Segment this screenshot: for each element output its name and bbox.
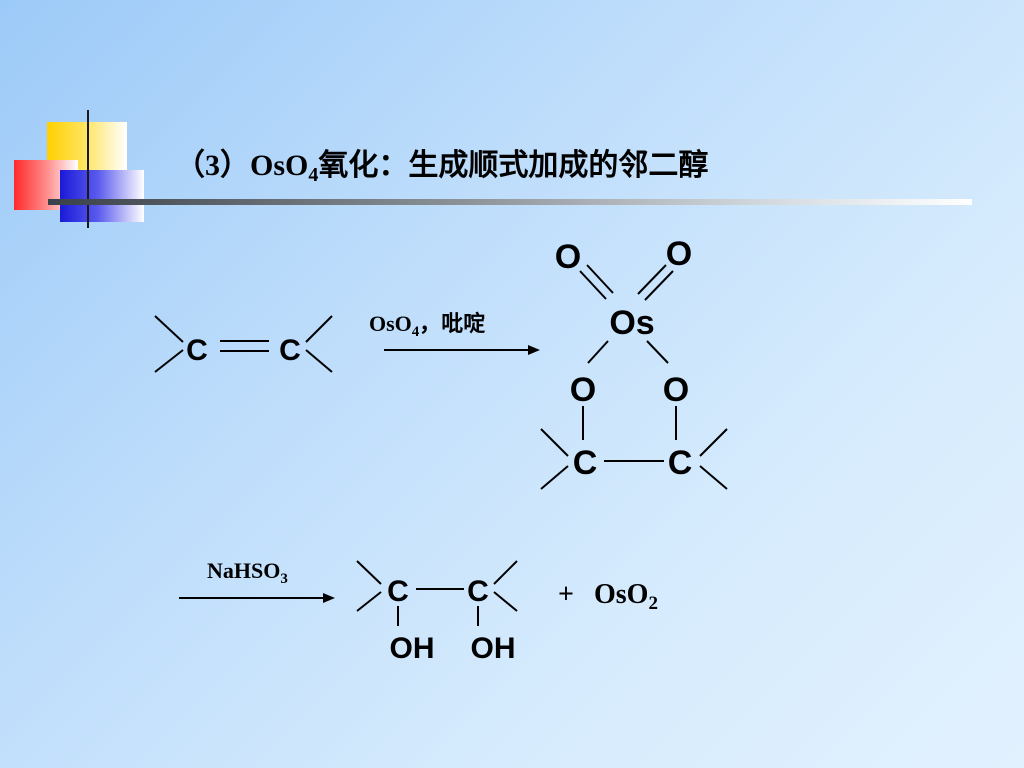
- substituent-bond: [540, 428, 569, 457]
- plus-sign: +: [558, 579, 574, 610]
- atom-carbon: C: [668, 444, 693, 482]
- atom-carbon: C: [279, 334, 301, 367]
- step2-reagent: NaHSO3: [207, 558, 288, 587]
- atom-oxygen: O: [570, 371, 596, 409]
- substituent-bond: [540, 465, 569, 490]
- product-diol: C C OH OH: [356, 560, 518, 665]
- substituent-bond: [154, 349, 184, 373]
- hydroxyl-group: OH: [471, 632, 516, 665]
- substituent-bond: [699, 465, 728, 490]
- title-suffix: 氧化：生成顺式加成的邻二醇: [318, 149, 709, 182]
- substituent-bond: [305, 315, 333, 343]
- atom-osmium: Os: [609, 304, 654, 342]
- reactant-alkene: C C: [154, 315, 333, 373]
- step1-reagent: OsO4，吡啶: [369, 311, 485, 340]
- substituent-bond: [154, 315, 184, 343]
- arrow-head: [528, 345, 540, 355]
- os-o-bond: [587, 340, 609, 364]
- decor-square-blue: [60, 170, 144, 222]
- atom-carbon: C: [467, 575, 489, 608]
- atom-oxygen: O: [666, 235, 692, 273]
- reaction-step-1: OsO4，吡啶: [369, 311, 540, 355]
- substituent-bond: [356, 560, 382, 585]
- arrow-head: [323, 593, 335, 603]
- atom-carbon: C: [186, 334, 208, 367]
- os-o-double-bond: [637, 264, 667, 295]
- title-underline: [48, 199, 972, 205]
- byproduct: + OsO2: [558, 579, 658, 614]
- atom-oxygen: O: [555, 238, 581, 276]
- atom-carbon: C: [387, 575, 409, 608]
- slide-title: （3）OsO4氧化：生成顺式加成的邻二醇: [175, 140, 708, 187]
- hydroxyl-group: OH: [390, 632, 435, 665]
- substituent-bond: [356, 591, 382, 612]
- decor-vertical-line: [87, 110, 89, 228]
- osmate-ester: O O Os O O C C: [540, 235, 728, 490]
- os-o-double-bond: [586, 264, 614, 294]
- title-subscript: 4: [308, 164, 319, 186]
- substituent-bond: [493, 560, 518, 585]
- os-o-bond: [646, 340, 669, 364]
- atom-carbon: C: [573, 444, 598, 482]
- substituent-bond: [699, 428, 728, 457]
- title-prefix: （3）OsO: [175, 149, 309, 182]
- os-o-double-bond: [579, 270, 607, 300]
- atom-oxygen: O: [663, 371, 689, 409]
- substituent-bond: [493, 591, 518, 612]
- os-o-double-bond: [644, 270, 674, 301]
- reaction-step-2: NaHSO3: [179, 558, 335, 603]
- substituent-bond: [305, 349, 333, 373]
- byproduct-formula: OsO2: [594, 579, 658, 614]
